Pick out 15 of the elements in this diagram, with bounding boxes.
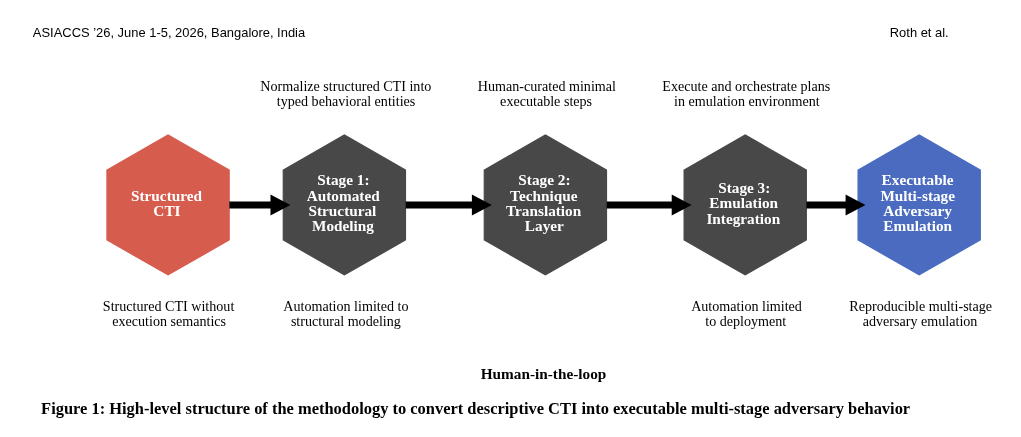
caption: Figure 1: High-level structure of the methodology to convert descriptive CTI into executable multi-stage adversary behavior [40,398,910,418]
node-label: Automation limited to structural modeling [282,297,409,330]
arrow [805,194,865,216]
label: Human-in-the-loop [480,364,606,382]
node-label: Reproducible multi-stage adversary emulation [848,297,992,330]
node-label: Execute and orchestrate plans in emulation environment [661,78,830,110]
arrow [228,194,290,216]
node-label: Normalize structured CTI into typed behavioral entities [259,78,431,110]
node-label: Structured CTI without execution semantics [102,297,234,330]
node-label: Automation limited to deployment [690,297,802,330]
label: ASIACCS ’26, June 1-5, 2026, Bangalore, India [32,25,305,41]
arrow [405,194,492,216]
node-label: Human-curated minimal executable steps [477,78,616,110]
arrow [606,194,692,216]
label: Roth et al. [889,25,949,41]
